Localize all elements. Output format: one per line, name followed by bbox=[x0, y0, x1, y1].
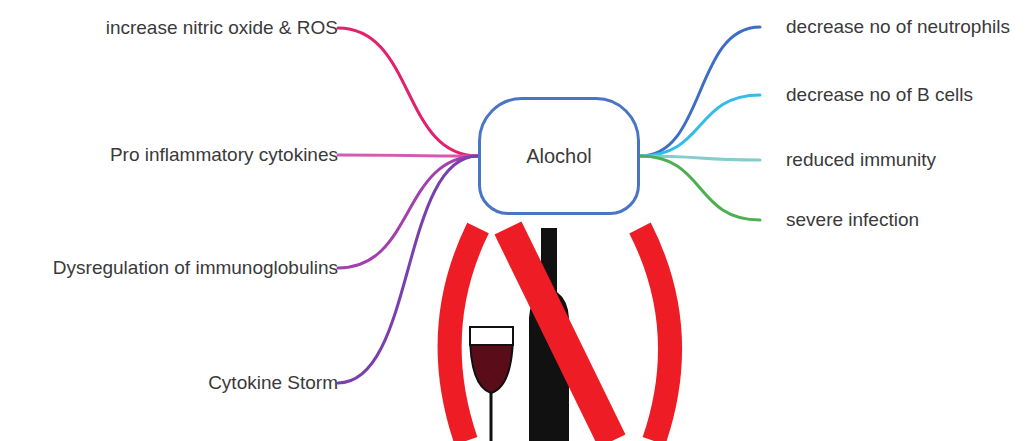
topic-text: Dysregulation of immunoglobulins bbox=[53, 257, 338, 278]
topic-text: increase nitric oxide & ROS bbox=[106, 17, 338, 38]
topic-text: Cytokine Storm bbox=[208, 372, 338, 393]
branch-topic: decrease no of neutrophils bbox=[760, 12, 1030, 42]
prohibition-arc-right bbox=[640, 228, 670, 441]
topic-text: reduced immunity bbox=[786, 149, 936, 170]
topic-text: decrease no of B cells bbox=[786, 84, 973, 105]
wine-glass-rim bbox=[470, 327, 513, 345]
branch-topic: Dysregulation of immunoglobulins bbox=[10, 253, 338, 283]
branch-connector bbox=[640, 27, 760, 156]
branch-connector bbox=[338, 156, 478, 383]
topic-text: Alochol bbox=[526, 145, 592, 168]
branch-topic: reduced immunity bbox=[760, 145, 1030, 175]
branch-connector bbox=[640, 156, 760, 220]
branch-connector bbox=[338, 28, 478, 156]
branch-topic: decrease no of B cells bbox=[760, 80, 1030, 110]
branch-topic: Cytokine Storm bbox=[10, 368, 338, 398]
prohibition-arc-left bbox=[450, 228, 478, 441]
branch-connector bbox=[640, 95, 760, 156]
branch-topic: Pro inflammatory cytokines bbox=[10, 140, 338, 170]
topic-text: severe infection bbox=[786, 209, 919, 230]
branch-connector bbox=[338, 155, 478, 156]
topic-text: decrease no of neutrophils bbox=[786, 16, 1010, 37]
wine-glass-bowl bbox=[470, 327, 513, 393]
bottle bbox=[529, 228, 569, 441]
prohibition-slash bbox=[508, 228, 612, 441]
branch-connector bbox=[338, 156, 478, 268]
topic-text: Pro inflammatory cytokines bbox=[110, 144, 338, 165]
branch-topic: increase nitric oxide & ROS bbox=[10, 13, 338, 43]
central-topic: Alochol bbox=[478, 97, 640, 215]
branch-topic: severe infection bbox=[760, 205, 1030, 235]
wine-glass-stem bbox=[490, 393, 493, 441]
